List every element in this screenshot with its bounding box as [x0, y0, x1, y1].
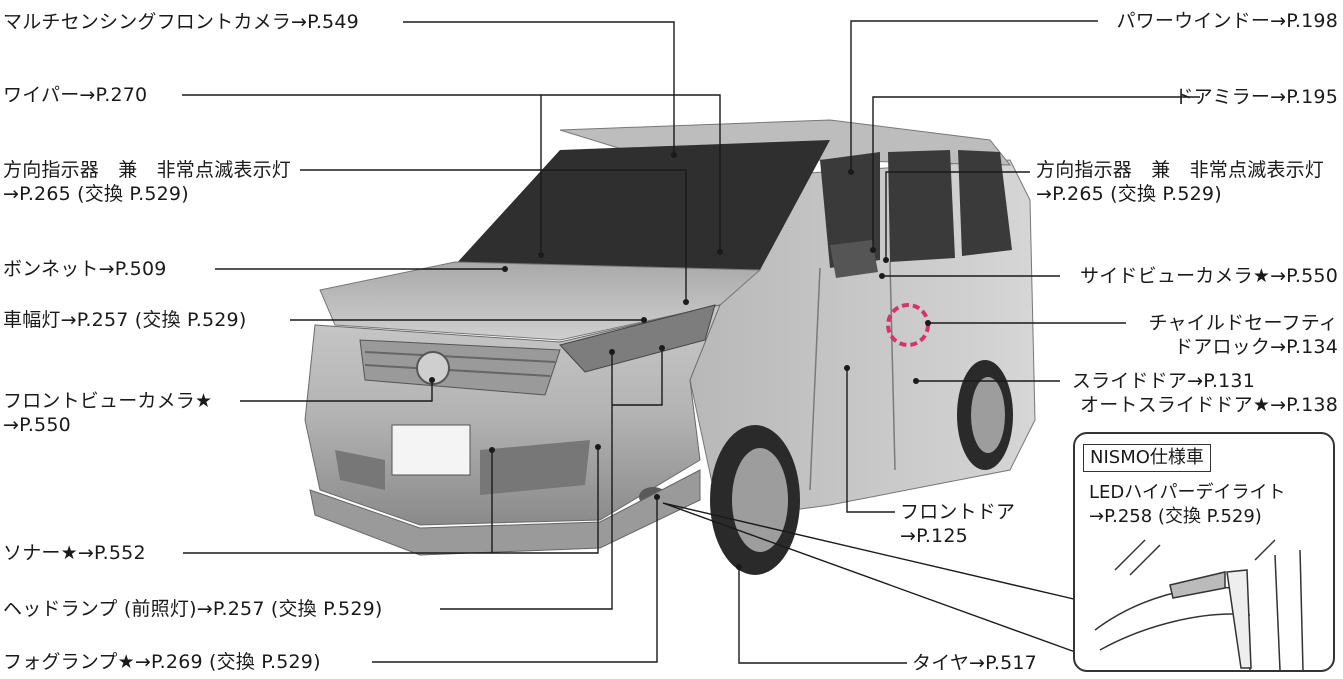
side-window-front	[820, 152, 880, 268]
label-wiper: ワイパー→P.270	[3, 84, 148, 106]
inset-led-daylight-ref: →P.258 (交換 P.529)	[1089, 506, 1262, 527]
label-tire: タイヤ→P.517	[912, 652, 1037, 674]
label-child-safety-lock-line1: チャイルドセーフティ	[1148, 312, 1338, 334]
label-child-safety-lock-line2: ドアロック→P.134	[1174, 336, 1338, 358]
emblem	[416, 351, 450, 385]
label-turn-signal-left-line2: →P.265 (交換 P.529)	[3, 183, 189, 205]
front-bumper	[309, 469, 701, 556]
label-front-view-camera-line2: →P.550	[3, 414, 71, 436]
leader-dots	[429, 152, 931, 570]
lower-grille	[335, 450, 385, 490]
label-clearance-lamp: 車幅灯→P.257 (交換 P.529)	[3, 309, 247, 331]
inset-led-daylight-label: LEDハイパーデイライト	[1089, 482, 1286, 503]
label-headlamp: ヘッドランプ (前照灯)→P.257 (交換 P.529)	[3, 598, 383, 620]
label-power-window: パワーウインドー→P.198	[1116, 10, 1338, 32]
door-mirror	[830, 240, 878, 278]
side-window-rear	[958, 150, 1012, 256]
label-front-door-line2: →P.125	[900, 525, 968, 547]
label-turn-signal-right-line1: 方向指示器 兼 非常点滅表示灯	[1036, 159, 1325, 181]
label-front-door-line1: フロントドア	[900, 501, 1016, 523]
leader-lines	[182, 20, 1200, 664]
label-fog-lamp: フォグランプ★→P.269 (交換 P.529)	[3, 651, 321, 673]
windshield	[455, 140, 830, 270]
label-multi-sensing-front-camera: マルチセンシングフロントカメラ→P.549	[3, 11, 359, 33]
license-plate	[391, 424, 471, 476]
car-body	[304, 119, 1036, 575]
side-window-mid	[888, 150, 955, 262]
label-bonnet: ボンネット→P.509	[3, 258, 167, 280]
led-daylight-detail-illustration	[1094, 539, 1304, 670]
label-sonar: ソナー★→P.552	[3, 542, 146, 564]
label-slide-door-line2: オートスライドドア★→P.138	[1080, 394, 1338, 416]
label-turn-signal-right-line2: →P.265 (交換 P.529)	[1036, 183, 1222, 205]
label-side-view-camera: サイドビューカメラ★→P.550	[1080, 265, 1338, 287]
nismo-inset-panel: NISMO仕様車 LEDハイパーデイライト →P.258 (交換 P.529)	[1073, 432, 1335, 672]
label-turn-signal-left-line1: 方向指示器 兼 非常点滅表示灯	[3, 159, 292, 181]
label-slide-door-line1: スライドドア→P.131	[1071, 370, 1255, 392]
headlamp	[559, 304, 716, 373]
label-door-mirror: ドアミラー→P.195	[1174, 86, 1338, 108]
nismo-tag: NISMO仕様車	[1083, 444, 1211, 472]
label-front-view-camera-line1: フロントビューカメラ★	[3, 390, 213, 412]
